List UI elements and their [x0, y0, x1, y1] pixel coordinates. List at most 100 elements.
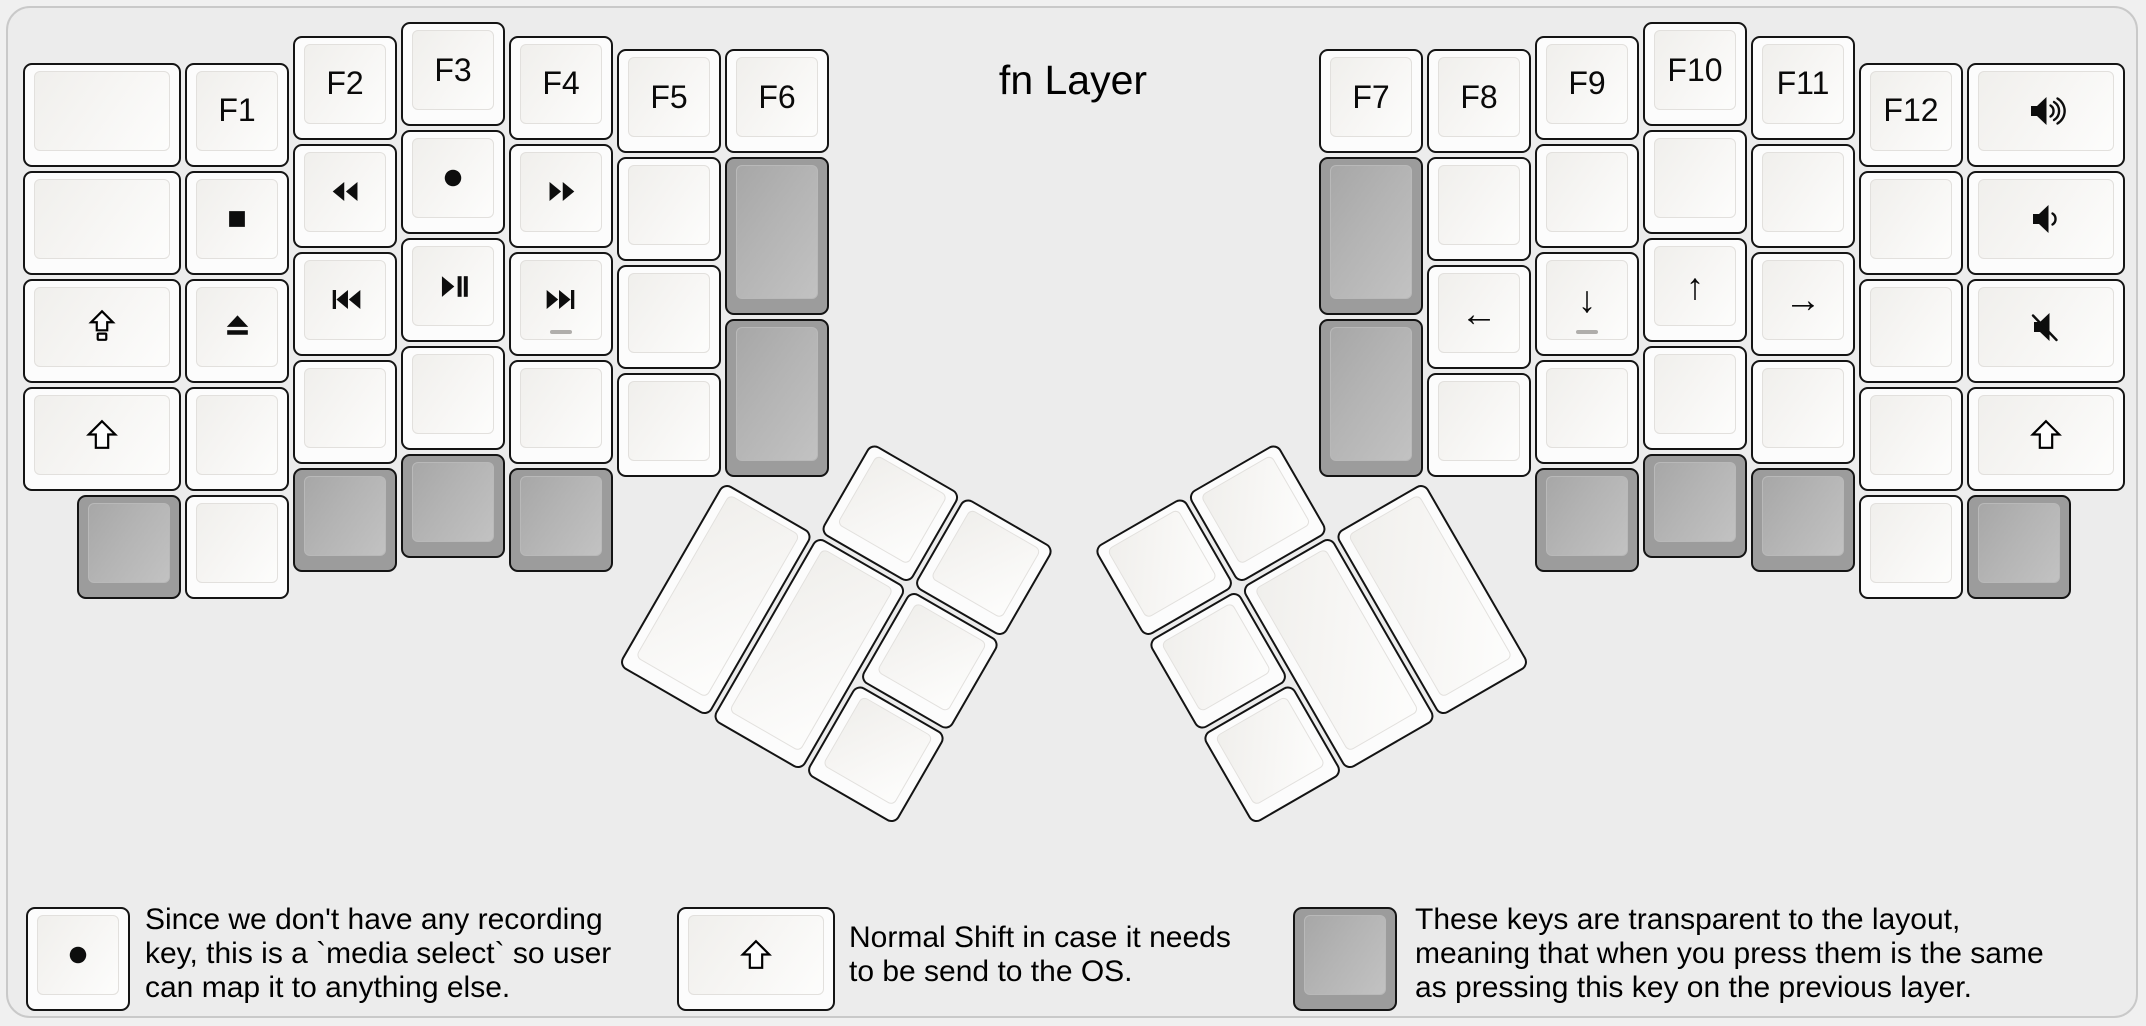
key-shift[interactable] [1967, 386, 2125, 491]
key-label: F6 [758, 78, 796, 115]
keycap [1546, 367, 1628, 448]
key-transparent[interactable] [725, 157, 829, 315]
key-mute[interactable] [1967, 278, 2125, 383]
key-f8[interactable]: F8 [1427, 49, 1531, 153]
key-stop[interactable] [185, 170, 289, 275]
keycap [34, 286, 170, 367]
key-blank[interactable] [185, 494, 289, 599]
key-label: F11 [1776, 65, 1830, 101]
key-next-track[interactable] [509, 251, 613, 356]
keycap [304, 475, 386, 556]
key-f3[interactable]: F3 [401, 22, 505, 126]
shift-icon [2027, 416, 2065, 454]
key-f1[interactable]: F1 [185, 62, 289, 167]
keycap [1330, 327, 1412, 461]
key-blank[interactable] [1427, 373, 1531, 477]
keycap: F1 [196, 70, 278, 151]
key-record[interactable] [401, 130, 505, 234]
key-blank[interactable] [617, 373, 721, 477]
key-blank[interactable] [1859, 494, 1963, 599]
keycap: ↓ [1546, 259, 1628, 340]
key-transparent[interactable] [725, 319, 829, 477]
homing-bar [1576, 329, 1598, 334]
key-arrow-up[interactable]: ↑ [1643, 238, 1747, 342]
key-rewind[interactable] [293, 143, 397, 248]
key-blank[interactable] [1643, 346, 1747, 450]
vol-down-icon [2026, 199, 2066, 239]
key-f4[interactable]: F4 [509, 35, 613, 140]
keycap [88, 502, 170, 583]
keycap [412, 462, 494, 542]
key-transparent[interactable] [293, 467, 397, 572]
key-label: F3 [434, 51, 472, 88]
key-caps-lock[interactable] [23, 278, 181, 383]
key-transparent[interactable] [1319, 157, 1423, 315]
keycap: ↑ [1654, 246, 1736, 326]
keycap [1330, 165, 1412, 299]
key-blank[interactable] [1427, 157, 1531, 261]
key-transparent[interactable] [1751, 467, 1855, 572]
key-blank[interactable] [401, 346, 505, 450]
key-prev-track[interactable] [293, 251, 397, 356]
vol-up-icon [2026, 91, 2066, 131]
key-f9[interactable]: F9 [1535, 35, 1639, 140]
keycap: → [1762, 259, 1844, 340]
key-blank[interactable] [1859, 386, 1963, 491]
keycap [520, 259, 602, 340]
keycap: F2 [304, 43, 386, 124]
key-arrow-right[interactable]: → [1751, 251, 1855, 356]
key-transparent[interactable] [1535, 467, 1639, 572]
key-transparent[interactable] [401, 454, 505, 558]
keycap [34, 70, 170, 151]
key-transparent[interactable] [77, 494, 181, 599]
key-blank[interactable] [23, 62, 181, 167]
key-blank[interactable] [617, 157, 721, 261]
key-fast-forward[interactable] [509, 143, 613, 248]
key-blank[interactable] [1751, 359, 1855, 464]
key-shift[interactable] [23, 386, 181, 491]
keycap [412, 246, 494, 326]
key-f10[interactable]: F10 [1643, 22, 1747, 126]
key-label: F1 [218, 92, 256, 128]
key-f6[interactable]: F6 [725, 49, 829, 153]
key-transparent[interactable] [1967, 494, 2071, 599]
key-blank[interactable] [1859, 278, 1963, 383]
keycap [688, 914, 825, 995]
keycap [736, 327, 818, 461]
key-arrow-down[interactable]: ↓ [1535, 251, 1639, 356]
key-volume-down[interactable] [1967, 170, 2125, 275]
key-blank[interactable] [509, 359, 613, 464]
keycap [196, 394, 278, 475]
key-blank[interactable] [185, 386, 289, 491]
key-arrow-left[interactable]: ← [1427, 265, 1531, 369]
key-blank[interactable] [293, 359, 397, 464]
key-f2[interactable]: F2 [293, 35, 397, 140]
key-transparent[interactable] [1319, 319, 1423, 477]
key-transparent[interactable] [1643, 454, 1747, 558]
key-blank[interactable] [617, 265, 721, 369]
key-blank[interactable] [1535, 359, 1639, 464]
key-blank[interactable] [1859, 170, 1963, 275]
key-transparent[interactable] [509, 467, 613, 572]
keycap [1654, 354, 1736, 434]
key-f11[interactable]: F11 [1751, 35, 1855, 140]
note-transparent-keys: These keys are transparent to the layout… [1415, 903, 2044, 1004]
key-f5[interactable]: F5 [617, 49, 721, 153]
record-icon [63, 940, 93, 970]
key-label: F4 [542, 65, 580, 101]
key-blank[interactable] [1751, 143, 1855, 248]
key-blank[interactable] [1535, 143, 1639, 248]
key-f12[interactable]: F12 [1859, 62, 1963, 167]
layer-title: fn Layer [998, 57, 1148, 103]
key-f7[interactable]: F7 [1319, 49, 1423, 153]
keycap [37, 914, 120, 995]
key-eject[interactable] [185, 278, 289, 383]
key-volume-up[interactable] [1967, 62, 2125, 167]
key-play-pause[interactable] [401, 238, 505, 342]
legend-sample-transparent-key [1293, 906, 1398, 1011]
eject-icon [221, 310, 254, 343]
arrow-left-icon: ← [1460, 292, 1498, 334]
key-blank[interactable] [1643, 130, 1747, 234]
key-blank[interactable] [23, 170, 181, 275]
keycap [1870, 502, 1952, 583]
